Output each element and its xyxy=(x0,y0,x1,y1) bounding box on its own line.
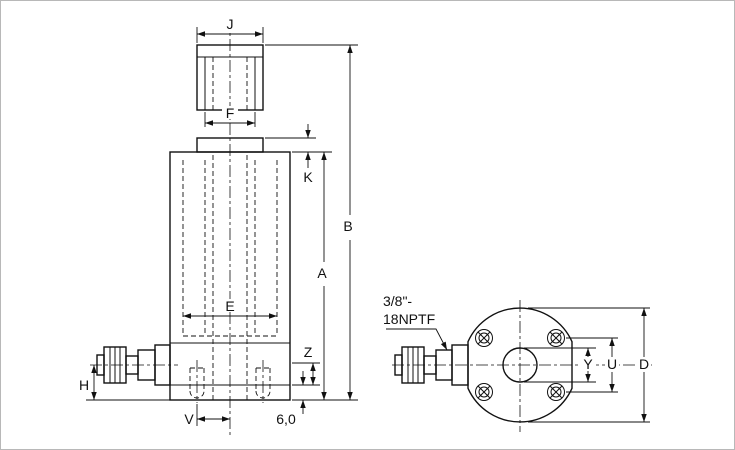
dim-label-u: U xyxy=(607,356,617,372)
dim-label-e: E xyxy=(225,298,234,314)
dim-j: J xyxy=(196,16,264,43)
coupler-boss xyxy=(154,344,171,386)
leader-line xyxy=(386,328,448,351)
dim-label-j: J xyxy=(227,16,234,32)
dim-label-d: D xyxy=(639,356,649,372)
dim-label-v: V xyxy=(184,411,194,427)
port-thread-line2: 18NPTF xyxy=(383,311,435,327)
flange-outline xyxy=(467,307,573,423)
dim-label-z: Z xyxy=(304,344,313,360)
side-view: J F K E A xyxy=(79,16,358,438)
port-thread-label: 3/8"- 18NPTF xyxy=(383,293,448,351)
base-mounting-holes xyxy=(189,360,271,403)
dim-label-y: Y xyxy=(583,356,593,372)
end-view: 3/8"- 18NPTF Y U xyxy=(383,293,652,432)
port-coupler-end xyxy=(394,344,469,386)
dim-label-b: B xyxy=(343,218,352,234)
center-hole xyxy=(502,347,538,383)
dim-label-h: H xyxy=(79,377,89,393)
dim-label-a: A xyxy=(317,265,327,281)
dim-base-thickness: 6,0 xyxy=(276,371,306,427)
dim-label-base-thickness: 6,0 xyxy=(276,411,296,427)
bolt-hole-bottom-left xyxy=(475,383,493,401)
port-coupler-side xyxy=(90,344,178,386)
coupler-boss xyxy=(451,344,469,386)
dim-f: F xyxy=(204,105,256,127)
dim-u: U xyxy=(566,337,619,393)
dim-z: Z xyxy=(292,344,320,386)
bolt-hole-top-right xyxy=(547,329,565,347)
dim-h: H xyxy=(79,365,170,401)
dim-e: E xyxy=(183,298,277,319)
dim-label-f: F xyxy=(226,105,235,121)
dim-label-k: K xyxy=(303,169,313,185)
dim-a: A xyxy=(292,151,332,400)
dim-d: D xyxy=(528,307,651,423)
cylinder-body xyxy=(169,137,291,401)
bolt-hole-top-left xyxy=(475,329,493,347)
bolt-hole-bottom-right xyxy=(547,383,565,401)
port-thread-line1: 3/8"- xyxy=(383,293,412,309)
dim-b: B xyxy=(265,44,358,401)
body-outline xyxy=(169,151,291,401)
dim-y: Y xyxy=(524,347,596,383)
dim-v: V xyxy=(184,404,230,427)
dim-k: K xyxy=(265,124,316,185)
